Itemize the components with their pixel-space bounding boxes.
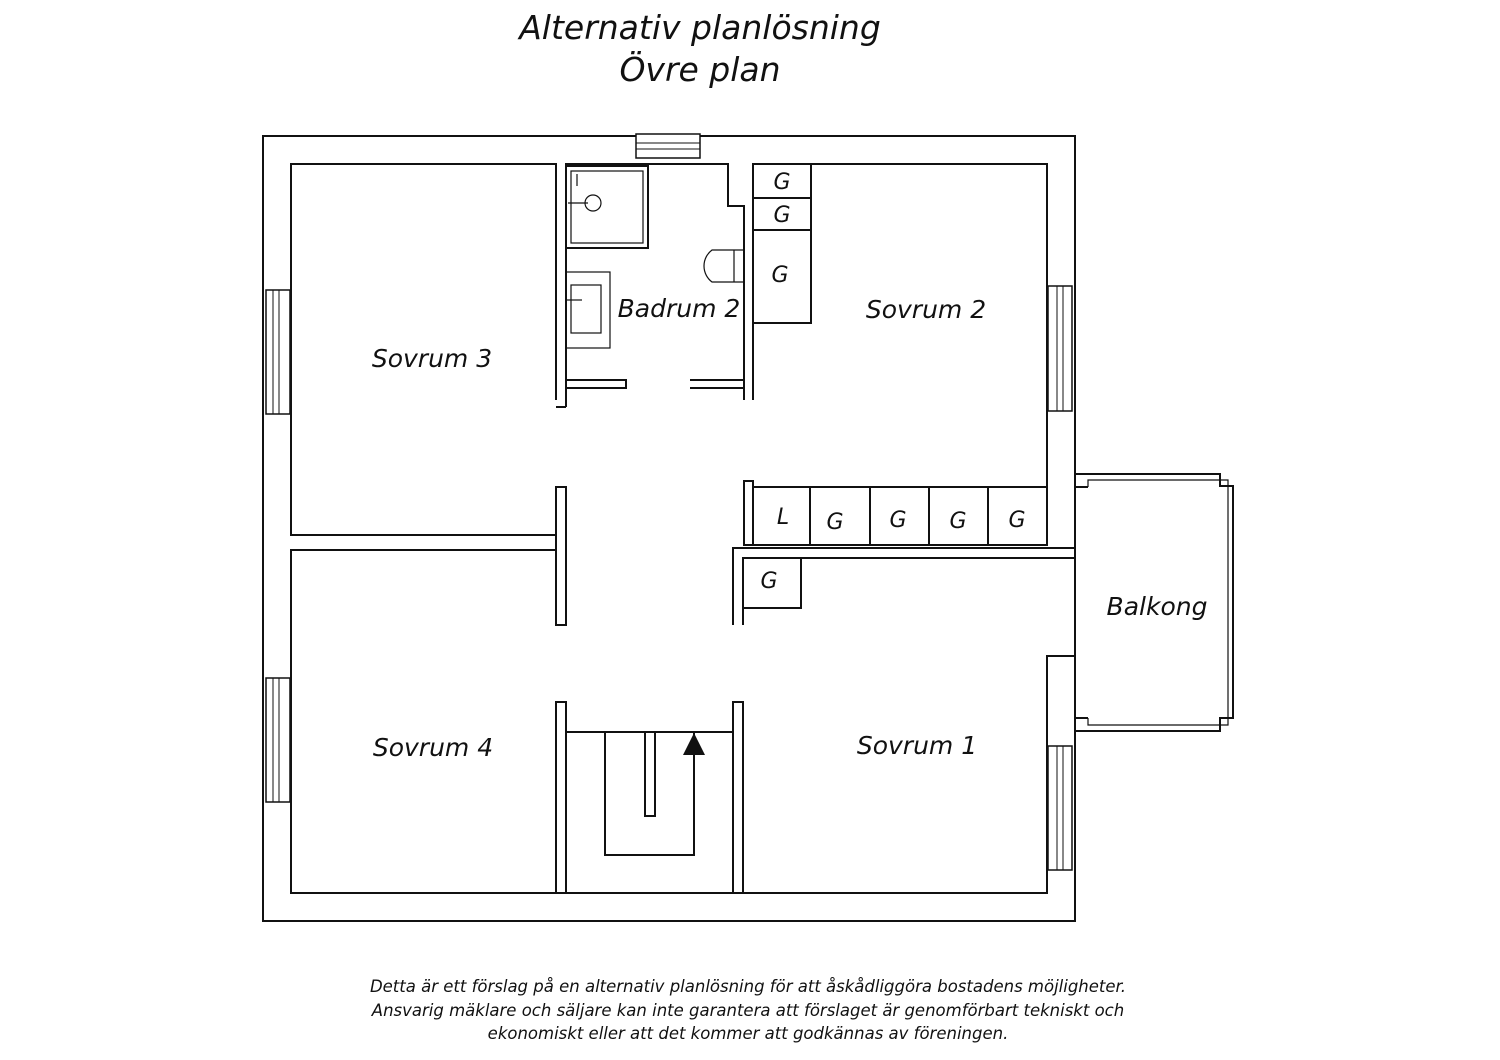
sink-basin <box>570 284 602 334</box>
shower <box>565 165 649 249</box>
balkong-railing <box>1087 479 1229 726</box>
hall-wall <box>743 480 754 546</box>
cabinet-label: G <box>826 510 843 535</box>
shower-tray <box>570 170 644 244</box>
room-label-balkong: Balkong <box>1107 592 1208 621</box>
window-sovrum4 <box>265 677 291 803</box>
cabinet-label: G <box>760 569 777 594</box>
room-label-sovrum3: Sovrum 3 <box>372 344 492 373</box>
disclaimer-line: Detta är ett förslag på en alternativ pl… <box>369 977 1127 996</box>
balkong-outline <box>1075 473 1234 732</box>
stair-divider <box>644 731 656 817</box>
cabinet-top-3 <box>752 229 812 324</box>
badrum-door-left <box>566 379 627 389</box>
cabinet-label: G <box>1008 508 1025 533</box>
stair-steps <box>604 732 695 856</box>
toilet-icon <box>703 249 744 283</box>
badrum-door-right <box>690 379 745 389</box>
room-label-sovrum4: Sovrum 4 <box>373 733 493 762</box>
cabinet-hall-5 <box>987 486 1048 546</box>
window-sovrum3 <box>265 289 291 415</box>
room-label-sovrum1: Sovrum 1 <box>857 731 977 760</box>
room-label-badrum2: Badrum 2 <box>618 294 741 323</box>
cabinet-label: L <box>777 505 789 530</box>
stair-up-arrow-icon <box>683 733 705 755</box>
disclaimer-line: Ansvarig mäklare och säljare kan inte ga… <box>371 1000 1125 1020</box>
plan-subtitle: Övre plan <box>619 50 781 89</box>
room-sovrum4-outline <box>290 549 557 894</box>
room-label-sovrum2: Sovrum 2 <box>866 295 986 324</box>
stair-wall-left <box>555 701 567 894</box>
hall-wall-lower <box>732 547 1076 625</box>
room-sovrum1-outline <box>742 655 1075 894</box>
cabinet-label: G <box>771 263 788 288</box>
window-top <box>635 133 701 159</box>
disclaimer-line: ekonomiskt eller att det kommer att godk… <box>487 1024 1009 1043</box>
disclaimer: Detta är ett förslag på en alternativ pl… <box>298 975 1198 1046</box>
room-sovrum2-outline <box>752 163 1048 487</box>
cabinet-label: G <box>773 203 790 228</box>
window-sovrum1 <box>1047 745 1073 871</box>
plan-title: Alternativ planlösning <box>519 8 881 47</box>
window-sovrum2 <box>1047 285 1073 412</box>
stair-wall-right <box>732 701 744 894</box>
cabinet-label: G <box>773 170 790 195</box>
cabinet-label: G <box>949 509 966 534</box>
cabinet-label: G <box>889 508 906 533</box>
hall-wall-stub <box>555 486 567 626</box>
sink-counter <box>565 271 611 349</box>
cabinet-lower <box>742 557 802 609</box>
